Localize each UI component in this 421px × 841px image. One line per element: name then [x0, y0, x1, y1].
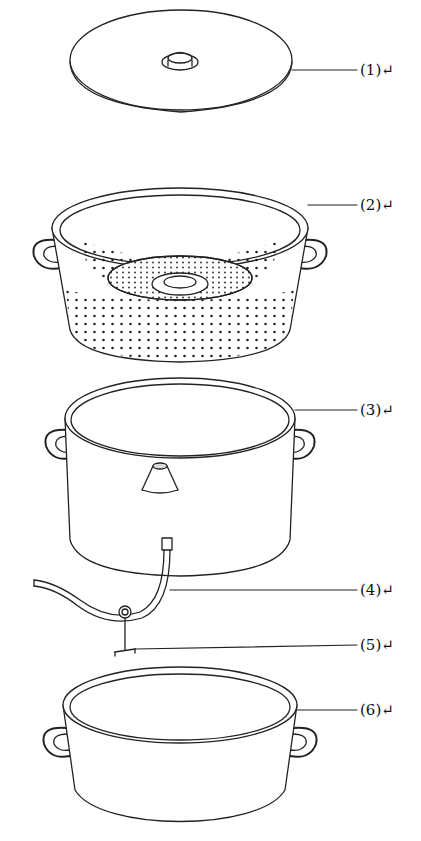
callout-number: (2)↵	[359, 196, 395, 214]
bottom-bowl	[43, 667, 316, 822]
callout-number: (1)↵	[359, 61, 395, 79]
lid	[70, 10, 292, 112]
steamer-basket	[33, 188, 326, 362]
callout-number: (6)↵	[359, 701, 395, 719]
leader-lines	[135, 70, 357, 710]
pot	[45, 378, 314, 576]
callout-number: (5)↵	[359, 636, 395, 654]
callout-number: (3)↵	[359, 401, 395, 419]
drain-hose	[34, 550, 170, 621]
hose-clamp	[115, 606, 135, 656]
callout-number: (4)↵	[359, 581, 395, 599]
